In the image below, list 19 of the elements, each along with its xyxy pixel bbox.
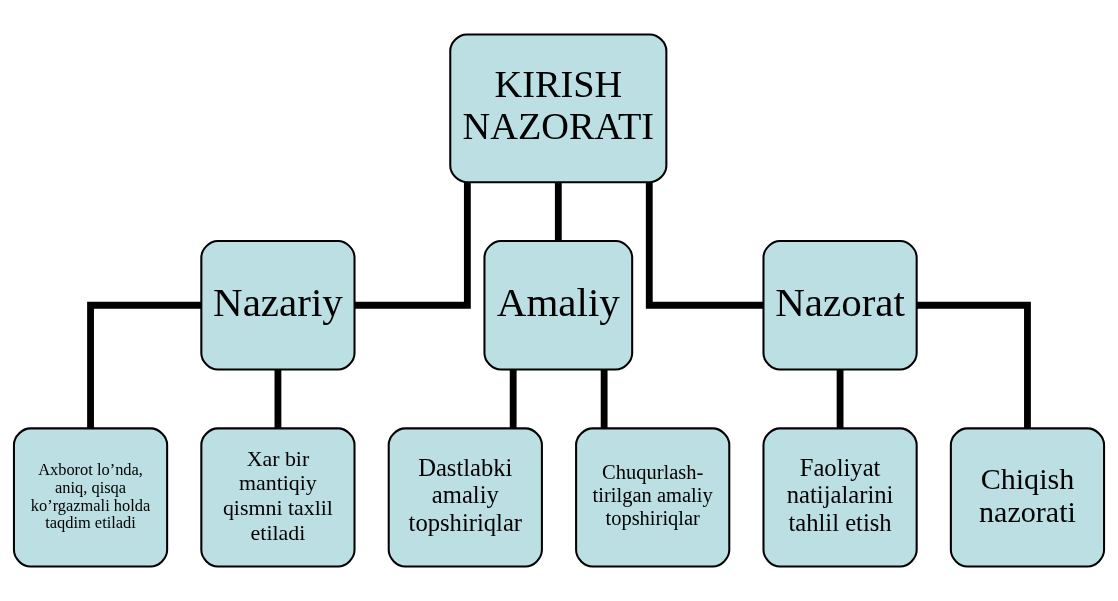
connector bbox=[554, 182, 562, 241]
connector bbox=[354, 182, 471, 309]
connector bbox=[645, 182, 763, 309]
connector bbox=[916, 301, 1031, 429]
node-box: Chiqish nazorati bbox=[949, 427, 1106, 568]
node-box: KIRISH NAZORATI bbox=[449, 33, 668, 184]
node-box: Nazorat bbox=[762, 239, 918, 371]
node-box: Chuqurlash- tirilgan amaliy topshiriqlar bbox=[575, 427, 731, 568]
node-box: Faoliyat natijalarini tahlil etish bbox=[762, 427, 918, 568]
node-box: Dastlabki amaliy topshiriqlar bbox=[387, 427, 543, 568]
node-box: Amaliy bbox=[483, 239, 634, 371]
node-box: Axborot lo’nda, aniq, qisqa ko’rgazmali holda taqdim etiladi bbox=[12, 427, 169, 568]
connector bbox=[836, 369, 844, 429]
node-box: Nazariy bbox=[200, 239, 356, 371]
connector bbox=[600, 369, 608, 429]
connector bbox=[509, 369, 517, 429]
connector bbox=[274, 369, 282, 429]
connector bbox=[87, 301, 202, 429]
node-box: Xar bir mantiqiy qismni taxlil etiladi bbox=[200, 427, 356, 568]
